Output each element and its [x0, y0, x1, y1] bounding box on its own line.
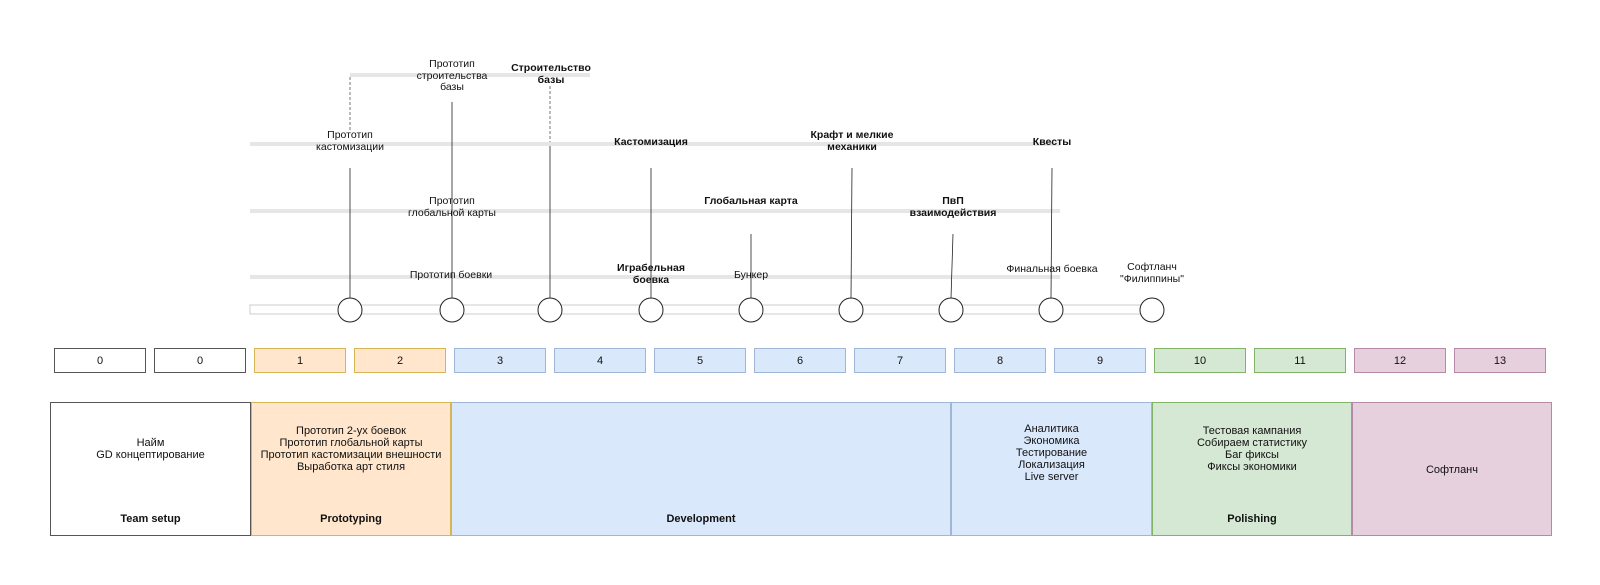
lane-2: [250, 209, 1060, 213]
milestone-label-proto-combat: Прототип боевки: [409, 269, 493, 281]
milestone-label-proto-customization: Прототип кастомизации: [316, 129, 384, 153]
milestone-circle: [439, 297, 465, 323]
phase-items: Аналитика Экономика Тестирование Локализ…: [1015, 423, 1088, 483]
milestone-label-softlaunch-ph: Софтланч "Филиппины": [1120, 261, 1184, 285]
milestone-circle: [638, 297, 664, 323]
phase-polishing: Тестовая кампания Собираем статистику Ба…: [1152, 402, 1352, 536]
connector: [950, 233, 954, 299]
milestone-circle: [337, 297, 363, 323]
milestone-label-playable-combat: Играбельная боевка: [617, 262, 685, 286]
milestone-label-bunker: Бункер: [733, 269, 769, 281]
sprint-cell: 7: [854, 348, 946, 373]
milestone-circle: [938, 297, 964, 323]
milestone-label-global-map: Глобальная карта: [704, 195, 798, 207]
base-track: [249, 304, 1151, 315]
phase-items: Тестовая кампания Собираем статистику Ба…: [1196, 425, 1308, 473]
phase-development-late: Аналитика Экономика Тестирование Локализ…: [951, 402, 1152, 536]
milestone-label-pvp: ПвП взаимодействия: [909, 195, 997, 219]
milestone-label-proto-base: Прототип строительства базы: [416, 58, 488, 93]
phase-title: Polishing: [1227, 513, 1277, 525]
sprint-cell: 3: [454, 348, 546, 373]
sprint-cell: 13: [1454, 348, 1546, 373]
connector: [1050, 167, 1053, 299]
sprint-cell: 0: [154, 348, 246, 373]
sprint-cell: 1: [254, 348, 346, 373]
milestone-label-base-building: Строительство базы: [511, 62, 591, 86]
phase-title: Prototyping: [320, 513, 382, 525]
milestone-label-proto-global-map: Прототип глобальной карты: [408, 195, 496, 219]
milestone-label-craft: Крафт и мелкие механики: [810, 129, 894, 153]
sprint-cell: 4: [554, 348, 646, 373]
sprint-cell: 0: [54, 348, 146, 373]
sprint-cell: 6: [754, 348, 846, 373]
phase-items: Софтланч: [1425, 464, 1478, 476]
phase-prototyping: Прототип 2-ух боевок Прототип глобальной…: [251, 402, 451, 536]
sprint-cell: 10: [1154, 348, 1246, 373]
lane-1: [250, 142, 1060, 146]
milestone-timeline: [249, 73, 1165, 323]
sprint-cell: 2: [354, 348, 446, 373]
lane-top: [350, 73, 590, 77]
sprint-cell: 5: [654, 348, 746, 373]
milestone-circle: [1139, 297, 1165, 323]
milestone-label-customization: Кастомизация: [614, 136, 688, 148]
sprint-cell: 9: [1054, 348, 1146, 373]
lane-3: [250, 275, 1060, 279]
sprint-cell: 12: [1354, 348, 1446, 373]
milestone-circle: [738, 297, 764, 323]
phase-team-setup: Найм GD концептирование Team setup: [50, 402, 251, 536]
sprint-cell: 11: [1254, 348, 1346, 373]
milestone-label-final-combat: Финальная боевка: [1006, 263, 1098, 275]
milestone-circle: [838, 297, 864, 323]
phase-development: Development: [451, 402, 951, 536]
phase-title: Development: [666, 513, 736, 525]
connector: [850, 167, 853, 299]
phase-softlaunch: Софтланч: [1352, 402, 1552, 536]
milestone-circle: [537, 297, 563, 323]
milestone-circle: [1038, 297, 1064, 323]
phase-title: Team setup: [120, 513, 181, 525]
milestone-label-quests: Квесты: [1032, 136, 1072, 148]
phase-items: Найм GD концептирование: [96, 437, 205, 461]
sprint-cell: 8: [954, 348, 1046, 373]
phase-items: Прототип 2-ух боевок Прототип глобальной…: [260, 425, 442, 473]
